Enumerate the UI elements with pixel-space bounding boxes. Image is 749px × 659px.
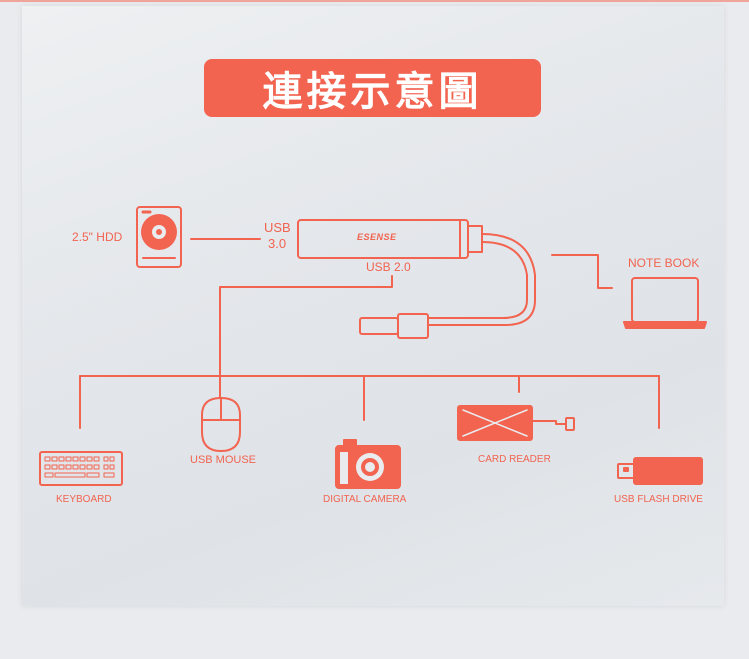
usb-flash-drive-icon — [617, 457, 703, 485]
usb2-branch-line — [219, 275, 393, 399]
usb-plug-icon — [359, 313, 429, 339]
flash-drive-label: USB FLASH DRIVE — [614, 494, 703, 505]
camera-icon — [335, 439, 401, 489]
usb3-label-line2: 3.0 — [268, 236, 287, 251]
keyboard-icon — [39, 451, 123, 486]
usb-hub-icon — [297, 219, 483, 259]
notebook-connector-line — [551, 254, 613, 289]
camera-label: DIGITAL CAMERA — [323, 494, 407, 505]
card-reader-icon — [457, 405, 575, 441]
keyboard-label: KEYBOARD — [56, 494, 112, 505]
hub-brand-label: ESENSE — [357, 232, 397, 242]
title-banner: 連接示意圖 — [204, 59, 541, 117]
mouse-label: USB MOUSE — [190, 454, 257, 466]
usb3-label-line1: USB — [264, 220, 291, 235]
hub-cable — [427, 233, 536, 326]
notebook-label: NOTE BOOK — [628, 256, 700, 270]
hdd-icon — [136, 206, 182, 268]
laptop-icon — [623, 277, 707, 329]
top-border — [0, 0, 749, 2]
mouse-icon — [201, 397, 241, 452]
card-reader-label: CARD READER — [478, 454, 551, 465]
usb2-label: USB 2.0 — [366, 260, 411, 274]
hdd-label: 2.5" HDD — [72, 230, 123, 244]
page-title: 連接示意圖 — [262, 69, 483, 115]
